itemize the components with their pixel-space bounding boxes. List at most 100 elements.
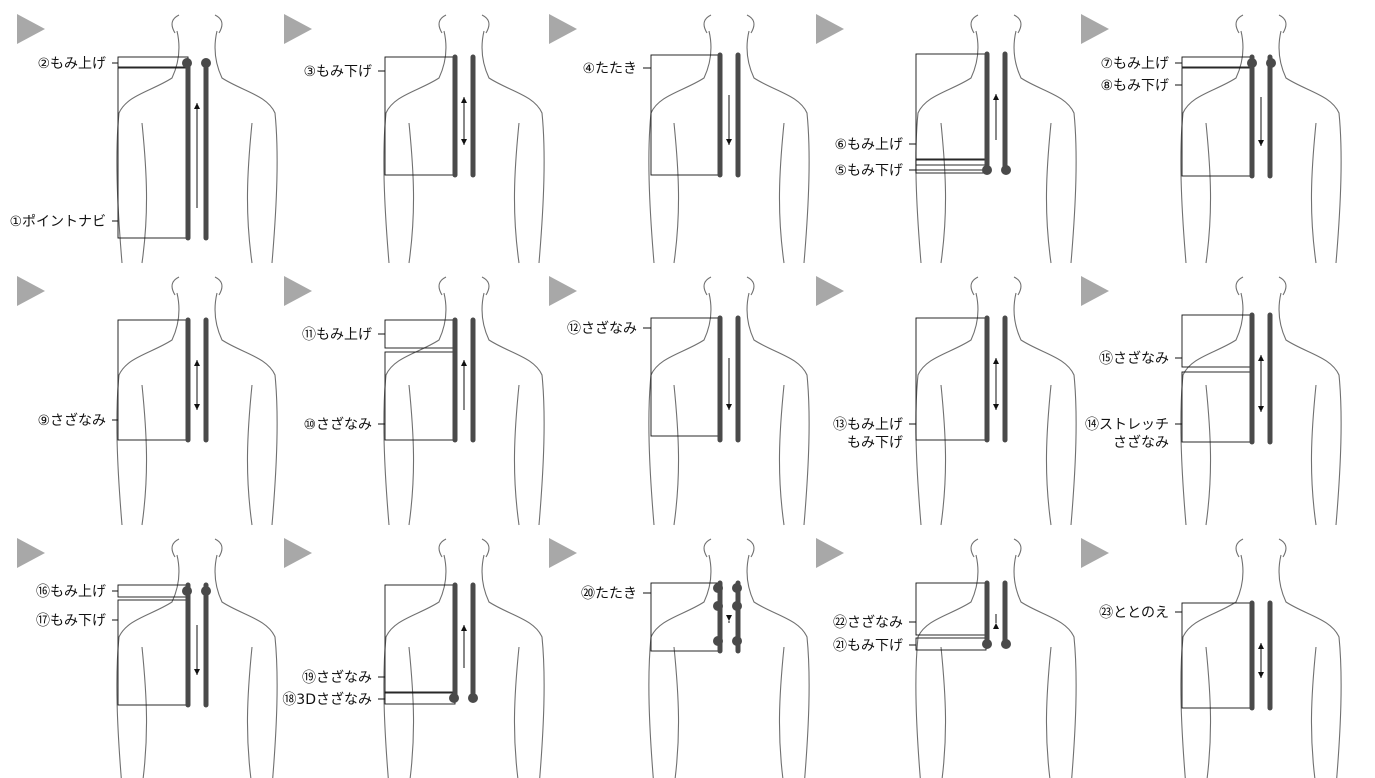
area-box — [915, 637, 987, 651]
body-outline — [648, 276, 810, 526]
course-label-line: さざなみ — [1113, 434, 1169, 451]
roller-point — [201, 586, 211, 596]
course-label-line: ⑳たたき — [581, 586, 637, 602]
area-box — [1181, 371, 1253, 443]
start-arrow-icon — [816, 276, 844, 306]
course-label-line: ⑭ストレッチ — [1085, 417, 1169, 433]
area-box — [117, 319, 189, 441]
panel-p2: ③もみ下げ — [284, 14, 545, 264]
course-label-line: ⑱3Dさざなみ — [282, 691, 372, 708]
area-box — [915, 164, 987, 174]
course-label-line: ⑯もみ上げ — [36, 584, 106, 600]
course-label-line: ⑨さざなみ — [37, 412, 106, 429]
start-arrow-icon — [816, 538, 844, 568]
start-arrow-icon — [1081, 14, 1109, 44]
area-box — [1181, 602, 1253, 709]
panel-p3: ④たたき — [549, 14, 810, 264]
course-label-line: ⑤もみ下げ — [834, 163, 903, 179]
course-label-line: ㉑もみ下げ — [833, 638, 903, 654]
roller-point — [1001, 165, 1011, 175]
body-outline — [1180, 14, 1342, 264]
start-arrow-icon — [549, 14, 577, 44]
body-outline — [648, 14, 810, 264]
arrow-down-icon — [194, 669, 200, 675]
area-box — [650, 54, 722, 176]
course-label-line: ⑬もみ上げ — [833, 417, 903, 433]
arrow-down-icon — [726, 615, 732, 621]
course-label: ⑪もみ上げ — [302, 327, 372, 343]
course-label: ⑧もみ下げ — [1100, 78, 1169, 94]
course-label-line: ②もみ上げ — [37, 56, 106, 72]
roller-point — [1247, 58, 1257, 68]
arrow-down-icon — [726, 139, 732, 145]
course-label-line: ⑥もみ上げ — [834, 137, 903, 153]
panel-p12: ⑲さざなみ ⑱3Dさざなみ — [282, 538, 545, 778]
body-outline — [383, 14, 545, 264]
course-label-line: ④たたき — [582, 61, 637, 77]
area-box — [384, 56, 456, 176]
course-label-line: ⑲さざなみ — [302, 669, 372, 686]
roller-point — [182, 586, 192, 596]
area-box — [384, 691, 456, 705]
area-box — [384, 351, 456, 441]
arrow-up-icon — [993, 623, 999, 629]
arrow-down-icon — [993, 404, 999, 410]
course-label: ⑰もみ下げ — [36, 613, 106, 629]
area-box — [650, 582, 722, 652]
course-label-line: ⑩さざなみ — [303, 416, 372, 433]
roller-point — [982, 165, 992, 175]
arrow-down-icon — [1258, 406, 1264, 412]
course-label-line: ⑫さざなみ — [567, 320, 637, 337]
roller-point — [1001, 639, 1011, 649]
body-outline — [1180, 276, 1342, 526]
arrow-down-icon — [461, 139, 467, 145]
course-label: ⑥もみ上げ — [834, 137, 903, 153]
roller-point — [182, 58, 192, 68]
course-label: ③もみ下げ — [303, 64, 372, 80]
arrow-down-icon — [726, 404, 732, 410]
start-arrow-icon — [1081, 538, 1109, 568]
course-label: ⑦もみ上げ — [1100, 56, 1169, 72]
body-outline — [1180, 538, 1342, 778]
roller-point — [449, 693, 459, 703]
panel-p4: ⑥もみ上げ ⑤もみ下げ — [816, 14, 1077, 264]
body-outline — [915, 538, 1077, 778]
course-label: ⑤もみ下げ — [834, 163, 903, 179]
arrow-up-icon — [194, 103, 200, 109]
arrow-up-icon — [194, 360, 200, 366]
start-arrow-icon — [284, 276, 312, 306]
course-label: ⑮さざなみ — [1099, 350, 1169, 367]
area-box — [384, 584, 456, 694]
area-box — [1181, 67, 1253, 177]
area-box — [117, 599, 189, 706]
panel-p10: ⑮さざなみ ⑭ストレッチさざなみ — [1081, 276, 1342, 526]
arrow-up-icon — [1258, 643, 1264, 649]
panel-p6: ⑨さざなみ — [17, 276, 278, 526]
course-label: ④たたき — [582, 61, 637, 77]
course-label-line: ⑪もみ上げ — [302, 327, 372, 343]
start-arrow-icon — [549, 538, 577, 568]
course-label-line: もみ下げ — [847, 435, 903, 451]
roller-point — [1266, 58, 1276, 68]
roller-point — [468, 693, 478, 703]
start-arrow-icon — [284, 14, 312, 44]
course-label: ⑭ストレッチさざなみ — [1085, 417, 1169, 451]
course-label: ②もみ上げ — [37, 56, 106, 72]
roller-point — [713, 636, 723, 646]
arrow-down-icon — [194, 404, 200, 410]
arrow-up-icon — [993, 94, 999, 100]
course-label: ⑳たたき — [581, 586, 637, 602]
roller-point — [982, 639, 992, 649]
course-label: ⑯もみ上げ — [36, 584, 106, 600]
panel-p9: ⑬もみ上げもみ下げ — [816, 276, 1077, 526]
start-arrow-icon — [17, 538, 45, 568]
panel-p15: ㉓ととのえ — [1081, 538, 1342, 778]
course-label: ㉓ととのえ — [1099, 605, 1169, 621]
body-outline — [915, 14, 1077, 264]
start-arrow-icon — [1081, 276, 1109, 306]
course-label: ㉑もみ下げ — [833, 638, 903, 654]
body-outline — [383, 276, 545, 526]
